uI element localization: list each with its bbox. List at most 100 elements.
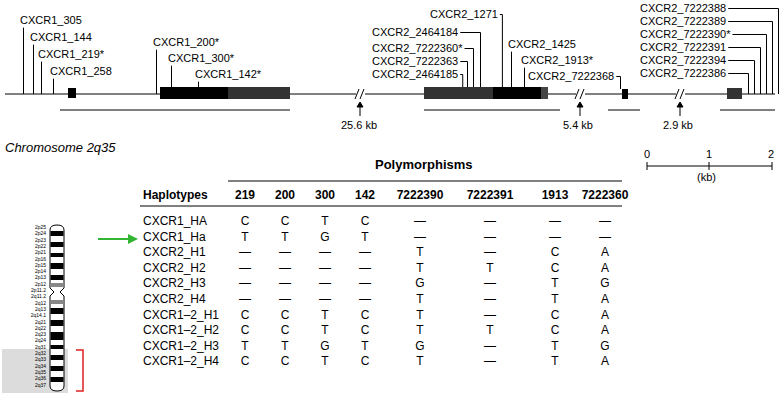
snp-label: CXCR2_7222394 — [640, 54, 726, 67]
leader-line — [748, 74, 749, 95]
leader-line — [616, 76, 620, 77]
leader-line — [728, 47, 760, 48]
table-cell: T — [470, 324, 510, 338]
scale-bar — [647, 162, 772, 170]
highlight-arrow — [98, 234, 138, 244]
table-cell: — — [225, 277, 265, 291]
table-cell: G — [305, 340, 345, 354]
table-cell: — — [470, 231, 510, 245]
haplotype-name: CXCR1–2_H2 — [143, 324, 219, 338]
chromosome-ideogram — [50, 225, 64, 391]
column-header: 7222390 — [390, 189, 450, 203]
table-cell: C — [225, 355, 265, 369]
table-cell: — — [305, 293, 345, 307]
table-cell: C — [345, 324, 385, 338]
band-label: 2q11.2 — [4, 294, 46, 299]
snp-label: CXCR1_200* — [153, 36, 219, 49]
table-cell: — — [470, 355, 510, 369]
table-heading: Polymorphisms — [375, 158, 473, 173]
table-cell: — — [400, 215, 440, 229]
scale-label: (kb) — [697, 171, 716, 184]
snp-label: CXCR2_1913* — [521, 54, 593, 67]
column-header: 1913 — [525, 189, 585, 203]
leader-line — [198, 82, 199, 87]
table-rule — [140, 181, 622, 206]
band-label: 2q12 — [4, 301, 46, 306]
snp-label: CXCR2_7222390* — [640, 28, 731, 41]
region-bracket — [76, 350, 83, 391]
break-mark — [355, 89, 685, 99]
table-cell: — — [265, 277, 305, 291]
band-label: 2q33 — [4, 357, 46, 362]
snp-label: CXCR2_7222389 — [640, 15, 726, 28]
band-label: 2p24 — [4, 231, 46, 236]
table-cell: — — [585, 215, 625, 229]
leader-line — [465, 48, 474, 49]
table-cell: T — [345, 340, 385, 354]
table-cell: — — [305, 246, 345, 260]
haplotype-name: CXCR1–2_H4 — [143, 355, 219, 369]
table-cell: — — [345, 262, 385, 276]
table-cell: T — [225, 340, 265, 354]
table-cell: C — [265, 355, 305, 369]
table-cell: A — [585, 246, 625, 260]
table-cell: C — [265, 215, 305, 229]
gene-underline — [60, 110, 775, 111]
table-cell: G — [305, 231, 345, 245]
table-cell: T — [345, 231, 385, 245]
table-cell: — — [535, 231, 575, 245]
table-cell: — — [225, 293, 265, 307]
snp-label: CXCR2_7222391 — [640, 41, 726, 54]
table-cell: — — [305, 277, 345, 291]
leader-line — [778, 9, 779, 95]
table-cell: C — [265, 324, 305, 338]
table-cell: T — [305, 309, 345, 323]
table-cell: T — [305, 215, 345, 229]
band-label: 2p14 — [4, 269, 46, 274]
column-header: 200 — [255, 189, 315, 203]
chromosome-label: Chromosome 2q35 — [5, 141, 116, 156]
band-label: 2p21 — [4, 250, 46, 255]
snp-label: CXCR2_7222368 — [528, 70, 614, 83]
table-cell: T — [400, 309, 440, 323]
table-cell: C — [535, 246, 575, 260]
leader-line — [41, 62, 42, 94]
haplotype-name: CXCR1_HA — [143, 215, 207, 229]
haplotype-name: CXCR2_H3 — [143, 277, 206, 291]
leader-line — [462, 75, 463, 88]
snp-label: CXCR1_300* — [168, 52, 234, 65]
genomic-line — [5, 94, 775, 95]
column-header: 142 — [335, 189, 395, 203]
leader-line — [33, 45, 34, 94]
table-cell: — — [470, 293, 510, 307]
distance-label: 5.4 kb — [563, 119, 593, 132]
table-cell: T — [305, 355, 345, 369]
table-cell: T — [470, 262, 510, 276]
table-cell: G — [400, 340, 440, 354]
table-cell: G — [585, 340, 625, 354]
band-label: 2p12 — [4, 282, 46, 287]
table-cell: — — [585, 231, 625, 245]
leader-line — [766, 35, 767, 95]
table-cell: T — [535, 277, 575, 291]
haplotype-name: CXCR1_Ha — [143, 231, 206, 245]
snp-label: CXCR1_144 — [30, 31, 92, 44]
band-label: 2q21 — [4, 320, 46, 325]
snp-label: CXCR1_142* — [195, 68, 261, 81]
table-cell: C — [535, 262, 575, 276]
column-header: 7222391 — [460, 189, 520, 203]
table-cell: T — [225, 231, 265, 245]
band-label: 2q23 — [4, 332, 46, 337]
exon — [424, 87, 493, 99]
exon — [727, 88, 742, 99]
leader-line — [467, 62, 468, 88]
table-cell: — — [535, 215, 575, 229]
exon — [160, 87, 228, 99]
exon — [68, 88, 76, 98]
table-cell: T — [265, 340, 305, 354]
leader-line — [473, 49, 474, 88]
exon — [541, 87, 548, 99]
leader-line — [728, 8, 778, 9]
table-cell: C — [535, 309, 575, 323]
table-cell: — — [265, 246, 305, 260]
